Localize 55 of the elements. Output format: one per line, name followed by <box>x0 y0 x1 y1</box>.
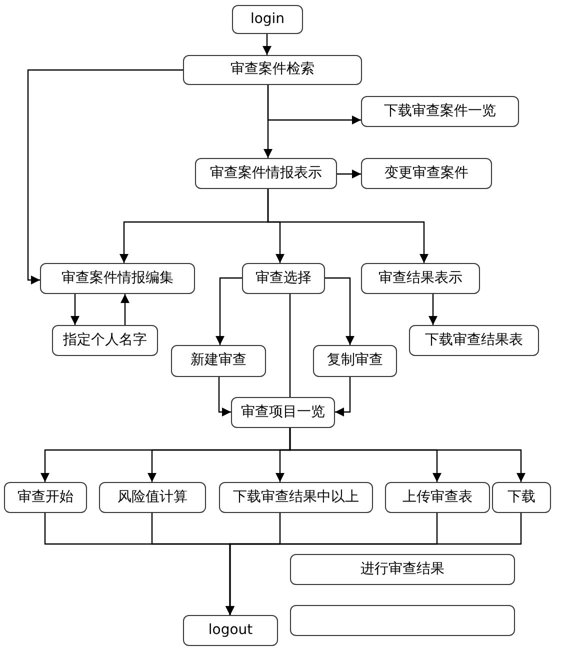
process-box <box>361 263 480 294</box>
arrow <box>325 277 354 345</box>
node-label: 风险值计算 <box>118 488 188 506</box>
arrow <box>218 377 231 416</box>
node-label: logout <box>208 622 253 640</box>
node-label: 审查案件情报编集 <box>62 270 174 288</box>
arrow <box>70 294 80 325</box>
node-label: 审查选择 <box>256 270 312 288</box>
node-label: 下载审查结果表 <box>425 332 523 350</box>
node-label: 新建审查 <box>190 352 246 370</box>
arrow <box>428 294 438 325</box>
process-box <box>195 158 337 189</box>
arrow <box>262 34 272 55</box>
node-label: 审查项目一览 <box>241 404 325 422</box>
process-box <box>171 345 266 377</box>
process-box <box>361 96 519 127</box>
process-box <box>40 263 195 294</box>
arrow <box>264 85 272 158</box>
process-box <box>290 554 515 585</box>
process-box <box>361 158 492 189</box>
process-box <box>99 482 206 513</box>
node-label: 进行审查结果 <box>360 560 444 578</box>
arrow <box>267 189 428 263</box>
process-box <box>183 55 362 85</box>
process-box <box>409 325 539 356</box>
arrow <box>27 69 183 284</box>
node-label: 复制审查 <box>327 352 383 370</box>
arrow <box>289 428 526 482</box>
node-label: 审查开始 <box>18 488 74 506</box>
process-box <box>290 605 515 636</box>
process-box <box>52 325 158 356</box>
node-label: login <box>250 10 285 28</box>
process-box <box>242 263 325 294</box>
arrow <box>337 170 361 178</box>
arrow <box>120 294 130 325</box>
process-box <box>231 397 335 428</box>
node-label: 下载审查结果中以上 <box>233 488 359 506</box>
node-label: 下载审查案件一览 <box>384 102 496 120</box>
process-box <box>492 482 551 513</box>
node-label: 变更审查案件 <box>384 164 468 182</box>
process-box <box>385 482 490 513</box>
node-label: 审查案件情报表示 <box>210 164 322 182</box>
process-box <box>219 482 373 513</box>
node-label: 下载 <box>508 488 536 506</box>
process-box <box>313 345 397 377</box>
node-label: 审查结果表示 <box>378 270 462 288</box>
arrow <box>335 377 351 416</box>
arrow <box>216 277 242 345</box>
process-box <box>4 482 87 513</box>
process-box <box>232 5 303 34</box>
arrow <box>226 513 522 615</box>
node-label: 上传审查表 <box>402 488 472 506</box>
process-box <box>183 615 278 646</box>
node-label: 指定个人名字 <box>63 332 147 350</box>
node-label: 审查案件检索 <box>230 61 314 79</box>
